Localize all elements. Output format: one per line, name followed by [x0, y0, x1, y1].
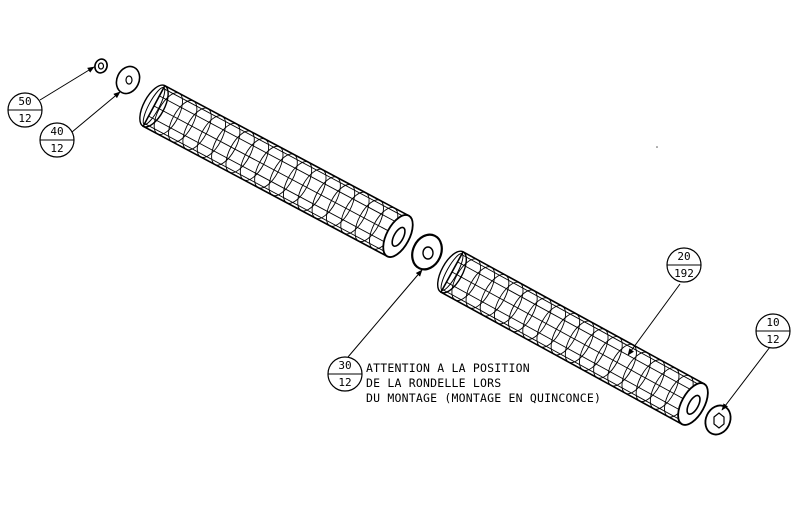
leader-40: [71, 91, 121, 133]
callout-balloon: 10 12: [755, 313, 791, 349]
callout-balloon: 30 12: [327, 356, 363, 392]
note-line-1: ATTENTION A LA POSITION: [366, 361, 530, 375]
callout-balloon: 50 12: [7, 92, 43, 128]
callout-balloon: 20 192: [666, 247, 702, 283]
note-line-3: DU MONTAGE (MONTAGE EN QUINCONCE): [366, 391, 601, 405]
nut-top-left: [94, 58, 108, 74]
callout-bottom: 192: [674, 267, 694, 280]
callout-balloon: 40 12: [39, 122, 75, 158]
speck: [656, 146, 658, 148]
callout-top: 20: [677, 250, 690, 263]
callout-bottom: 12: [18, 112, 31, 125]
callout-bottom: 12: [338, 376, 351, 389]
washer-bottom-right: [704, 404, 732, 436]
leader-30: [347, 269, 423, 358]
roller-lower: [437, 250, 709, 426]
washer-top-left: [115, 65, 141, 95]
callout-top: 50: [18, 95, 31, 108]
callout-bottom: 12: [50, 142, 63, 155]
roller-upper: [139, 84, 414, 258]
leader-50: [39, 66, 95, 101]
callout-top: 40: [50, 125, 63, 138]
washer-middle: [411, 233, 443, 271]
note-line-2: DE LA RONDELLE LORS: [366, 376, 501, 390]
assembly-note: ATTENTION A LA POSITION DE LA RONDELLE L…: [366, 361, 601, 405]
callout-bottom: 12: [766, 333, 779, 346]
callout-top: 30: [338, 359, 351, 372]
leader-20: [627, 283, 681, 356]
leader-10: [721, 346, 771, 411]
callout-top: 10: [766, 316, 779, 329]
